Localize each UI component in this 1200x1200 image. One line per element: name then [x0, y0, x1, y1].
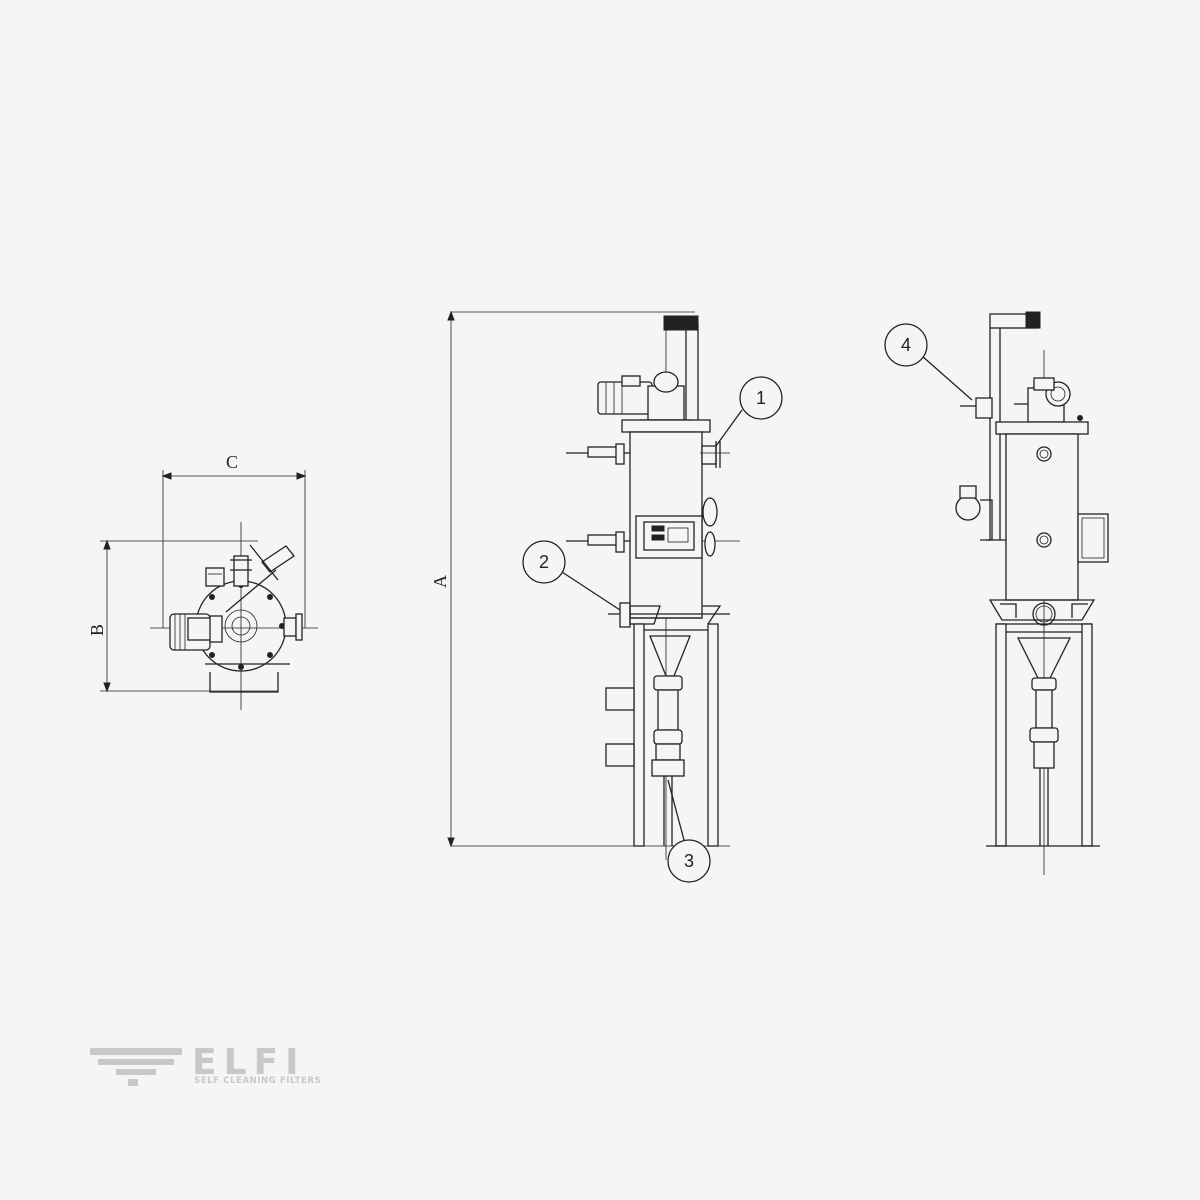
- dimension-a: A: [430, 310, 730, 848]
- logo-wordmark: ELFI: [192, 1042, 306, 1083]
- dimension-b-label: B: [87, 624, 107, 636]
- dimension-c-label: C: [226, 452, 238, 472]
- callout-2: 2: [522, 540, 621, 611]
- elfi-logo-mark: [90, 1048, 182, 1086]
- callout-2-label: 2: [539, 552, 549, 572]
- top-view: C B: [87, 452, 318, 710]
- callout-1: 1: [715, 376, 783, 447]
- front-view: A: [430, 310, 783, 883]
- dimension-a-label: A: [430, 575, 450, 588]
- dimension-b: B: [87, 539, 278, 693]
- logo-tagline: SELF CLEANING FILTERS: [194, 1076, 322, 1086]
- side-view: 4: [884, 311, 1109, 875]
- callout-3-label: 3: [684, 851, 694, 871]
- callout-3: 3: [667, 779, 711, 883]
- callout-4-label: 4: [901, 335, 911, 355]
- callout-1-label: 1: [756, 388, 766, 408]
- elfi-logo: ELFI SELF CLEANING FILTERS: [88, 1042, 348, 1092]
- dimension-c: C: [161, 452, 307, 628]
- callout-4: 4: [884, 323, 973, 401]
